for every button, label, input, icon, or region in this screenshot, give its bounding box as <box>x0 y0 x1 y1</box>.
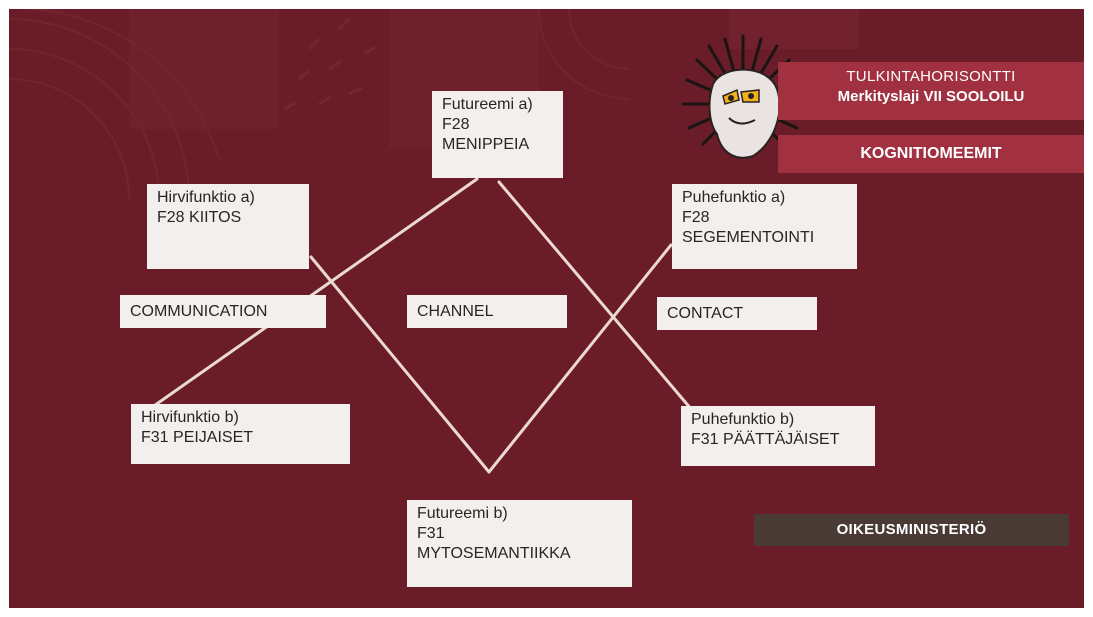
node-code: F28 <box>682 209 710 226</box>
node-code: F31 PÄÄTTÄJÄISET <box>691 431 840 448</box>
node-label: Hirvifunktio a) <box>157 189 255 206</box>
node-puhefunktio-a: Puhefunktio a) F28 SEGEMENTOINTI <box>672 184 857 269</box>
node-label: Futureemi b) <box>417 505 508 522</box>
node-hirvifunktio-a: Hirvifunktio a) F28 KIITOS <box>147 184 309 269</box>
node-puhefunktio-b: Puhefunktio b) F31 PÄÄTTÄJÄISET <box>681 406 875 466</box>
label-communication: COMMUNICATION <box>120 295 326 328</box>
node-code: F31 <box>417 525 445 542</box>
label-contact: CONTACT <box>657 297 817 330</box>
connector-kiitos-mytosemantiikka <box>309 255 491 474</box>
node-name: SEGEMENTOINTI <box>682 229 815 246</box>
node-label: Futureemi a) <box>442 96 533 113</box>
node-code: F31 PEIJAISET <box>141 429 254 446</box>
node-code: F28 <box>442 116 470 133</box>
header-title-box: TULKINTAHORISONTTI Merkityslaji VII SOOL… <box>778 62 1084 120</box>
slide: Futureemi a) F28 MENIPPEIA Hirvifunktio … <box>9 9 1084 608</box>
organization-badge: OIKEUSMINISTERIÖ <box>754 514 1069 546</box>
connector-segementointi-mytosemantiikka <box>487 243 673 474</box>
organization-name: OIKEUSMINISTERIÖ <box>836 521 987 538</box>
node-hirvifunktio-b: Hirvifunktio b) F31 PEIJAISET <box>131 404 350 464</box>
label-channel-text: CHANNEL <box>417 302 494 320</box>
node-futureemi-b: Futureemi b) F31 MYTOSEMANTIIKKA <box>407 500 632 587</box>
label-channel: CHANNEL <box>407 295 567 328</box>
label-contact-text: CONTACT <box>667 304 744 322</box>
node-label: Puhefunktio a) <box>682 189 786 206</box>
header-subtitle: TULKINTAHORISONTTI <box>846 68 1016 85</box>
header-section: KOGNITIOMEEMIT <box>860 145 1002 162</box>
connector-menippeia-paattajaiset <box>497 180 699 418</box>
node-futureemi-a: Futureemi a) F28 MENIPPEIA <box>432 91 563 178</box>
node-name: MYTOSEMANTIIKKA <box>417 545 571 562</box>
node-name: MENIPPEIA <box>442 136 530 153</box>
node-code: F28 KIITOS <box>157 209 242 226</box>
label-communication-text: COMMUNICATION <box>130 302 268 320</box>
decorative-background <box>9 9 859 200</box>
header-title: Merkityslaji VII SOOLOILU <box>837 88 1025 105</box>
header-section-box: KOGNITIOMEEMIT <box>778 135 1084 173</box>
node-label: Hirvifunktio b) <box>141 409 239 426</box>
node-label: Puhefunktio b) <box>691 411 795 428</box>
